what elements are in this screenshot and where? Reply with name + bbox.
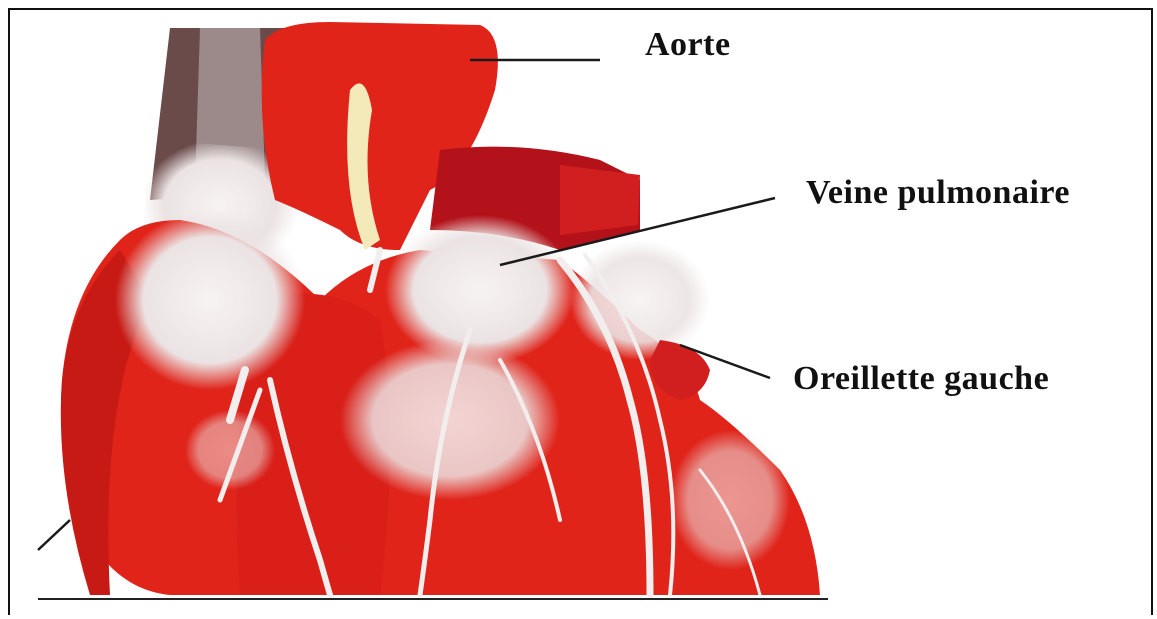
label-veine-pulmonaire: Veine pulmonaire xyxy=(806,174,1070,212)
label-aorte: Aorte xyxy=(645,26,731,64)
bottom-rule xyxy=(38,598,828,600)
label-oreillette-gauche: Oreillette gauche xyxy=(793,360,1049,398)
